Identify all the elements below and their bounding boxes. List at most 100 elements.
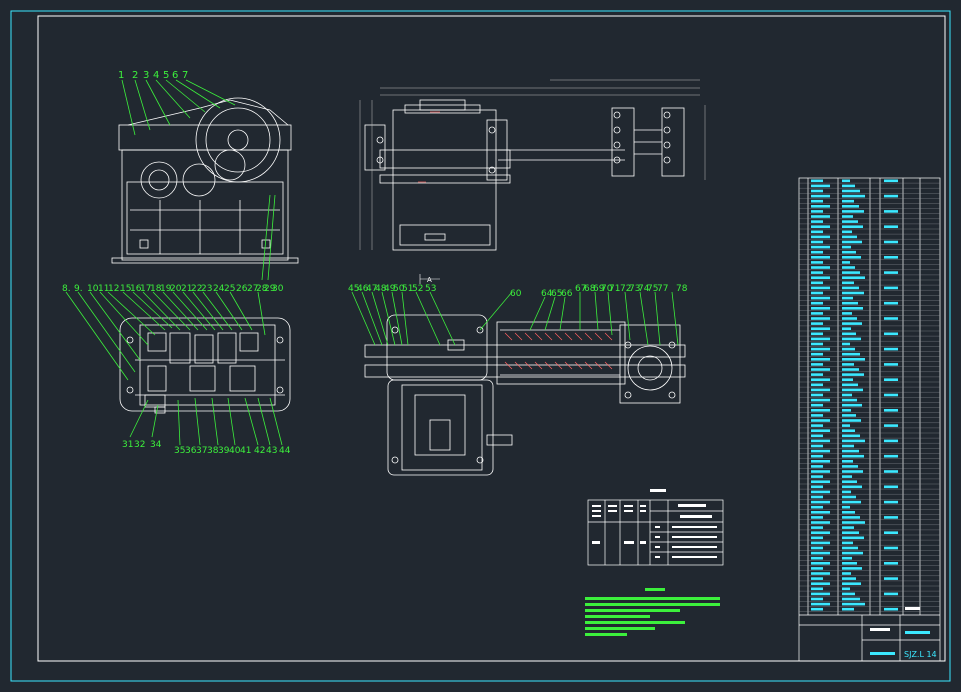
- plan-label-31: 31: [122, 440, 133, 450]
- parts-row-name: [842, 444, 854, 448]
- parts-row-name: [842, 505, 850, 509]
- parts-row-material: [884, 393, 898, 397]
- parts-row-code: [811, 276, 830, 279]
- parts-row-name: [842, 592, 855, 596]
- plan-label-10: 10.: [87, 284, 101, 294]
- parts-row-name: [842, 245, 851, 249]
- section-label-49: 49: [384, 284, 396, 294]
- parts-row-material: [884, 516, 898, 519]
- parts-row-code: [811, 429, 830, 432]
- parts-row-code: [811, 307, 830, 310]
- parts-row-code: [811, 327, 830, 330]
- parts-row-material: [884, 470, 898, 473]
- section-label-52: 52: [412, 284, 423, 294]
- parts-row-name: [842, 363, 854, 366]
- parts-row-name: [842, 403, 862, 407]
- parts-row-code: [811, 526, 823, 529]
- front-view: [111, 97, 299, 264]
- parts-row-material: [884, 225, 898, 228]
- section-label-68: 68: [584, 284, 596, 294]
- parts-row-name: [842, 337, 861, 341]
- parts-row-material: [884, 454, 898, 458]
- parts-row-code: [811, 230, 823, 234]
- parts-row-material: [884, 332, 898, 336]
- parts-row-name: [842, 393, 852, 397]
- parts-row-name: [842, 567, 862, 570]
- parts-row-code: [811, 332, 823, 336]
- parts-row-name: [842, 480, 857, 483]
- parts-row-name: [842, 465, 858, 468]
- parts-row-name: [842, 582, 861, 585]
- parts-row-code: [811, 179, 823, 183]
- parts-row-name: [842, 286, 859, 290]
- parts-row-name: [842, 189, 860, 193]
- parts-row-code: [811, 296, 830, 300]
- plan-label-22: 22: [191, 284, 202, 294]
- parts-row-material: [884, 577, 898, 580]
- parts-row-material: [884, 607, 898, 611]
- parts-row-name: [842, 460, 853, 463]
- parts-row-material: [884, 210, 898, 213]
- section-view-labels: 45 46 47 48 49 50 51 52 53 60 64 65 66 6…: [348, 284, 688, 299]
- parts-row-code: [811, 352, 823, 356]
- parts-row-code: [811, 449, 830, 453]
- front-label-2: 2: [132, 70, 138, 81]
- parts-row-code: [811, 266, 830, 269]
- parts-row-name: [842, 307, 863, 310]
- parts-row-name: [842, 516, 860, 519]
- parts-row-code: [811, 577, 823, 580]
- parts-row-code: [811, 556, 823, 560]
- plan-label-23: 23: [201, 284, 212, 294]
- section-view-hatch: [504, 332, 613, 370]
- section-label-73: 73: [629, 284, 640, 294]
- side-view-dim-marks: [418, 111, 440, 183]
- parts-row-material: [884, 179, 898, 183]
- section-view-leaders: [351, 291, 679, 346]
- parts-row-code: [811, 347, 830, 351]
- parts-row-code: [811, 562, 830, 565]
- parts-row-name: [842, 261, 850, 264]
- parts-row-code: [811, 592, 830, 596]
- plan-label-28: 28: [256, 284, 268, 294]
- parts-row-name: [842, 536, 864, 540]
- parts-row-code: [811, 225, 830, 228]
- section-label-60: 60: [510, 289, 522, 299]
- section-label-64: 64: [541, 289, 553, 299]
- parts-row-name: [842, 327, 851, 330]
- parts-row-material: [884, 592, 898, 596]
- parts-list-rows: [799, 182, 940, 612]
- parts-row-name: [842, 449, 859, 453]
- plan-label-30: 30: [272, 284, 284, 294]
- parts-row-code: [811, 500, 830, 504]
- side-view: [364, 99, 685, 251]
- section-label-70: 70: [601, 284, 613, 294]
- parts-row-code: [811, 470, 830, 473]
- parts-row-name: [842, 383, 858, 387]
- plan-label-24: 24: [213, 284, 225, 294]
- parts-row-code: [811, 465, 823, 468]
- parts-row-code: [811, 215, 830, 218]
- section-label-66: 66: [561, 289, 573, 299]
- parts-row-code: [811, 383, 823, 387]
- parts-row-code: [811, 495, 823, 499]
- parts-row-name: [842, 235, 857, 239]
- parts-row-code: [811, 378, 830, 381]
- section-label-78: 78: [676, 284, 688, 294]
- section-label-50: 50: [393, 284, 405, 294]
- parts-row-material: [884, 347, 898, 351]
- parts-row-name: [842, 312, 852, 315]
- front-label-1: 1: [118, 70, 124, 81]
- parts-row-code: [811, 572, 830, 575]
- plan-label-21: 21: [181, 284, 192, 294]
- parts-row-code: [811, 490, 830, 494]
- parts-row-material: [884, 439, 898, 443]
- parts-row-code: [811, 567, 823, 570]
- parts-row-name: [842, 342, 850, 346]
- section-label-74: 74: [638, 284, 650, 294]
- parts-row-code: [811, 245, 830, 249]
- parts-row-material: [884, 363, 898, 366]
- parts-row-name: [842, 495, 856, 499]
- front-view-label-row: 1 2 3 4 5 6 7: [118, 70, 188, 81]
- parts-row-code: [811, 184, 830, 188]
- parts-row-code: [811, 363, 823, 366]
